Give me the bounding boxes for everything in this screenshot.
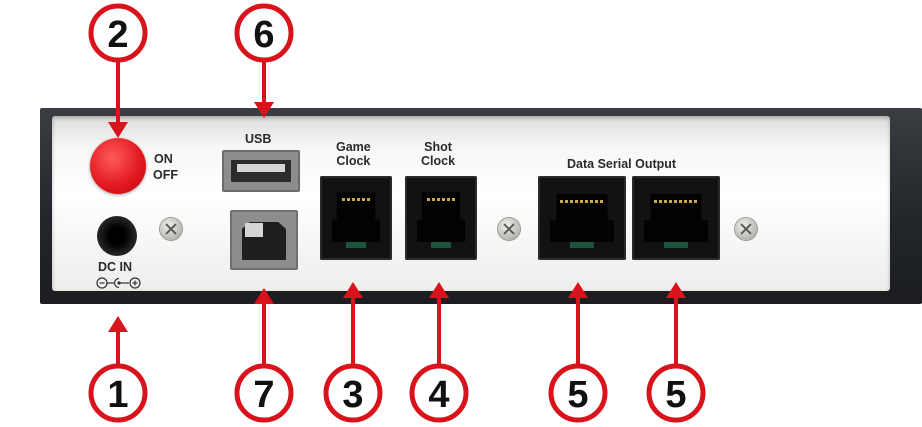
callout-2-arrow [108,60,128,138]
dc-in-jack[interactable] [97,216,137,256]
callout-5a-number: 5 [567,374,588,416]
on-label: ON [154,152,173,166]
callout-5a: 5 [548,363,608,423]
game-clock-label-line2: Clock [336,154,371,168]
usb-b-port[interactable] [230,210,298,270]
callout-5a-arrow [568,282,588,366]
screw-icon [160,218,182,240]
callout-2-number: 2 [107,14,128,56]
callout-1: 1 [88,363,148,423]
callout-4-arrow [429,282,449,366]
callout-1-arrow [108,316,128,366]
callout-2: 2 [88,3,148,63]
screw-icon [735,218,757,240]
shot-clock-label: Shot Clock [421,140,455,168]
callout-4: 4 [409,363,469,423]
usb-a-port[interactable] [222,150,300,192]
power-switch[interactable] [90,138,146,194]
data-serial-output-port-2[interactable] [632,176,720,260]
callout-7-number: 7 [253,374,274,416]
dc-in-label: DC IN [98,260,133,274]
callout-6-number: 6 [253,14,274,56]
callout-5b-number: 5 [665,374,686,416]
callout-3-number: 3 [342,374,363,416]
data-serial-output-port-1[interactable] [538,176,626,260]
shot-clock-label-line2: Clock [421,154,456,168]
game-clock-port[interactable] [320,176,392,260]
usb-label: USB [245,132,272,146]
callout-4-number: 4 [428,374,449,416]
callout-5b-arrow [666,282,686,366]
callout-6-arrow [254,60,274,118]
callout-3: 3 [323,363,383,423]
polarity-symbol-icon [96,277,141,289]
data-serial-output-label: Data Serial Output [567,157,677,171]
callout-5b: 5 [646,363,706,423]
callout-7: 7 [234,363,294,423]
game-clock-label: Game Clock [336,140,371,168]
callout-7-arrow [254,288,274,366]
shot-clock-label-line1: Shot [424,140,452,154]
callout-1-number: 1 [107,374,128,416]
callout-6: 6 [234,3,294,63]
game-clock-label-line1: Game [336,140,371,154]
shot-clock-port[interactable] [405,176,477,260]
off-label: OFF [153,168,178,182]
callout-3-arrow [343,282,363,366]
screw-icon [498,218,520,240]
